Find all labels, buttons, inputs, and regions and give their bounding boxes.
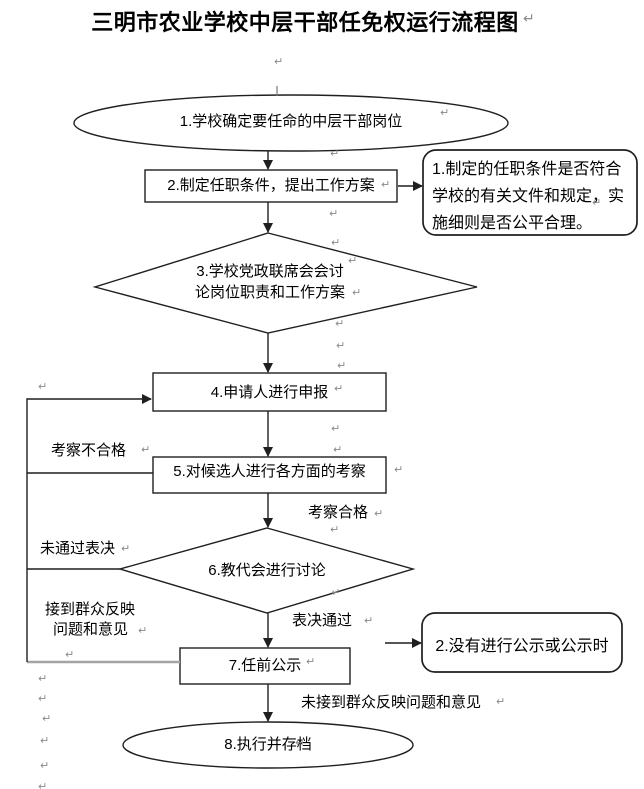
step4-rect <box>152 372 387 412</box>
paragraph-mark: ↵ <box>40 734 50 747</box>
paragraph-mark: ↵ <box>38 692 48 705</box>
paragraph-mark: ↵ <box>334 382 344 395</box>
edge-label-feedback-received-line1: 接到群众反映 <box>45 601 136 618</box>
page-title: 三明市农业学校中层干部任免权运行流程图 <box>91 10 519 35</box>
paragraph-mark: ↵ <box>364 614 374 627</box>
paragraph-mark: ↵ <box>333 443 343 456</box>
paragraph-mark: ↵ <box>329 207 339 220</box>
paragraph-mark: ↵ <box>38 672 48 685</box>
step8-ellipse <box>122 721 414 769</box>
paragraph-mark: ↵ <box>65 648 75 661</box>
paragraph-mark: ↵ <box>295 736 305 749</box>
paragraph-mark: ↵ <box>440 106 450 119</box>
paragraph-mark: ↵ <box>352 286 362 299</box>
edge-label-vote-passed: 表决通过 <box>292 612 353 629</box>
paragraph-mark: ↵ <box>374 507 384 520</box>
paragraph-mark: ↵ <box>337 359 347 372</box>
edge-label-vote-not-passed: 未通过表决 <box>40 540 116 557</box>
paragraph-mark: ↵ <box>38 380 48 393</box>
paragraph-mark: ↵ <box>141 443 151 456</box>
step6-diamond <box>117 527 416 614</box>
paragraph-mark: ↵ <box>335 317 345 330</box>
step1-ellipse <box>73 94 509 152</box>
note1-callout <box>422 149 638 236</box>
step5-label: 5.对候选人进行各方面的考察 <box>173 463 366 480</box>
paragraph-mark: ↵ <box>592 196 602 209</box>
paragraph-mark: ↵ <box>330 523 340 536</box>
step7-rect <box>179 647 351 685</box>
paragraph-mark: ↵ <box>331 422 341 435</box>
paragraph-mark: ↵ <box>330 147 340 160</box>
loop-return-arrow-step4 <box>26 394 152 662</box>
edge-label-inspection-failed: 考察不合格 <box>51 442 127 459</box>
paragraph-mark: ↵ <box>523 11 535 27</box>
step5-rect <box>152 456 387 494</box>
step2-rect <box>144 169 398 203</box>
paragraph-mark: ↵ <box>38 780 48 789</box>
paragraph-mark: ↵ <box>138 624 148 637</box>
step6-label: 6.教代会进行讨论 <box>208 562 326 579</box>
step8-label: 8.执行并存档 <box>224 736 312 753</box>
note2-label: 2.没有进行公示或公示时 <box>435 638 609 655</box>
paragraph-mark: ↵ <box>496 695 506 708</box>
step3-label: 3.学校党政联席会会讨论岗位职责和工作方案 <box>194 263 345 301</box>
paragraph-mark: ↵ <box>274 55 284 68</box>
paragraph-mark: ↵ <box>306 655 316 668</box>
paragraph-mark: ↵ <box>42 712 52 725</box>
step1-label: 1.学校确定要任命的中层干部岗位 <box>179 113 403 130</box>
paragraph-mark: ↵ <box>331 236 341 249</box>
paragraph-mark: ↵ <box>331 586 341 599</box>
edge-label-inspection-passed: 考察合格 <box>308 504 369 521</box>
paragraph-mark: ↵ <box>336 339 346 352</box>
paragraph-mark: ↵ <box>121 542 131 555</box>
step7-label: 7.任前公示 <box>228 657 302 674</box>
edge-label-feedback-received-line2: 问题和意见 <box>53 621 129 638</box>
paragraph-mark: ↵ <box>348 254 358 267</box>
step2-label: 2.制定任职条件，提出工作方案 <box>167 177 375 194</box>
paragraph-mark: ↵ <box>40 759 50 772</box>
paragraph-mark: ↵ <box>394 463 404 476</box>
paragraph-mark: ↵ <box>381 178 391 191</box>
edge-label-no-feedback-received: 未接到群众反映问题和意见 <box>301 694 482 711</box>
step4-label: 4.申请人进行申报 <box>210 384 329 401</box>
note1-label: 1.制定的任职条件是否符合学校的有关文件和规定，实施细则是否公平合理。 <box>432 161 625 232</box>
note2-callout <box>421 612 623 673</box>
